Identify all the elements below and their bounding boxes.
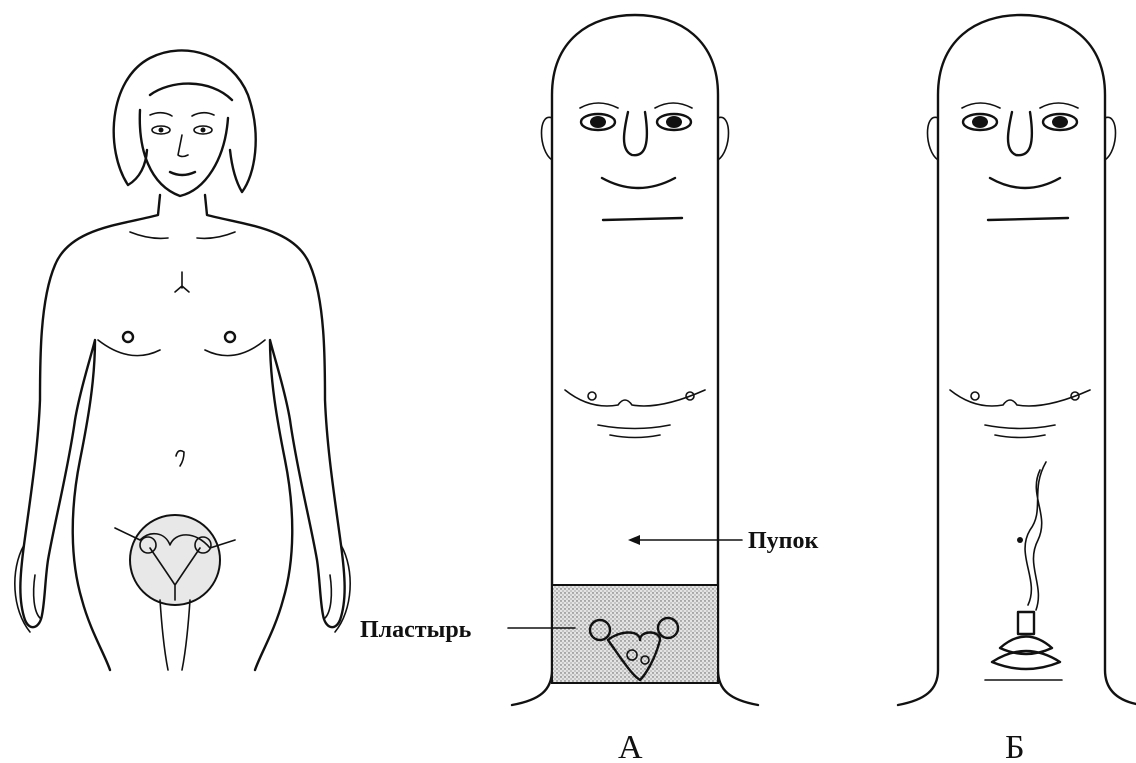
- figure-b-moxa-cone: [985, 612, 1062, 680]
- woman-sternum-mark: [175, 272, 189, 292]
- woman-breast-right: [205, 340, 265, 356]
- figure-b-ear-left: [928, 117, 939, 160]
- label-panel-a: А: [618, 729, 643, 763]
- figure-b-chin: [988, 218, 1068, 220]
- figure-b-ear-right: [1105, 117, 1116, 160]
- woman-brows: [150, 113, 214, 116]
- figure-b-outline: [898, 15, 1136, 705]
- woman-figure: [15, 50, 350, 670]
- figure-a-chin: [603, 218, 682, 220]
- label-navel: Пупок: [748, 528, 818, 554]
- figure-b-smoke: [1025, 462, 1046, 610]
- figure-a: [508, 15, 758, 705]
- figure-a-nose: [624, 112, 647, 155]
- woman-mouth: [170, 172, 195, 175]
- woman-face: [140, 110, 228, 196]
- figure-a-brows: [580, 103, 692, 108]
- figure-b-mouth: [990, 178, 1060, 188]
- figure-b: [898, 15, 1136, 705]
- woman-collarbones: [130, 232, 235, 238]
- figure-a-ear-left: [542, 117, 553, 160]
- figure-a-mouth: [602, 178, 675, 188]
- figure-b-nose: [1008, 112, 1032, 155]
- woman-legs: [160, 600, 190, 670]
- woman-hair: [114, 50, 256, 192]
- label-patch: Пластырь: [360, 617, 472, 643]
- figure-b-brows: [962, 103, 1078, 108]
- figure-b-navel: [1017, 537, 1023, 543]
- woman-navel: [176, 451, 184, 466]
- woman-hand-left: [15, 545, 40, 632]
- figure-a-ear-right: [718, 117, 729, 160]
- figure-a-chest: [565, 390, 705, 438]
- woman-hand-right: [325, 545, 350, 632]
- label-panel-b: Б: [1005, 729, 1025, 763]
- woman-nose: [178, 135, 188, 157]
